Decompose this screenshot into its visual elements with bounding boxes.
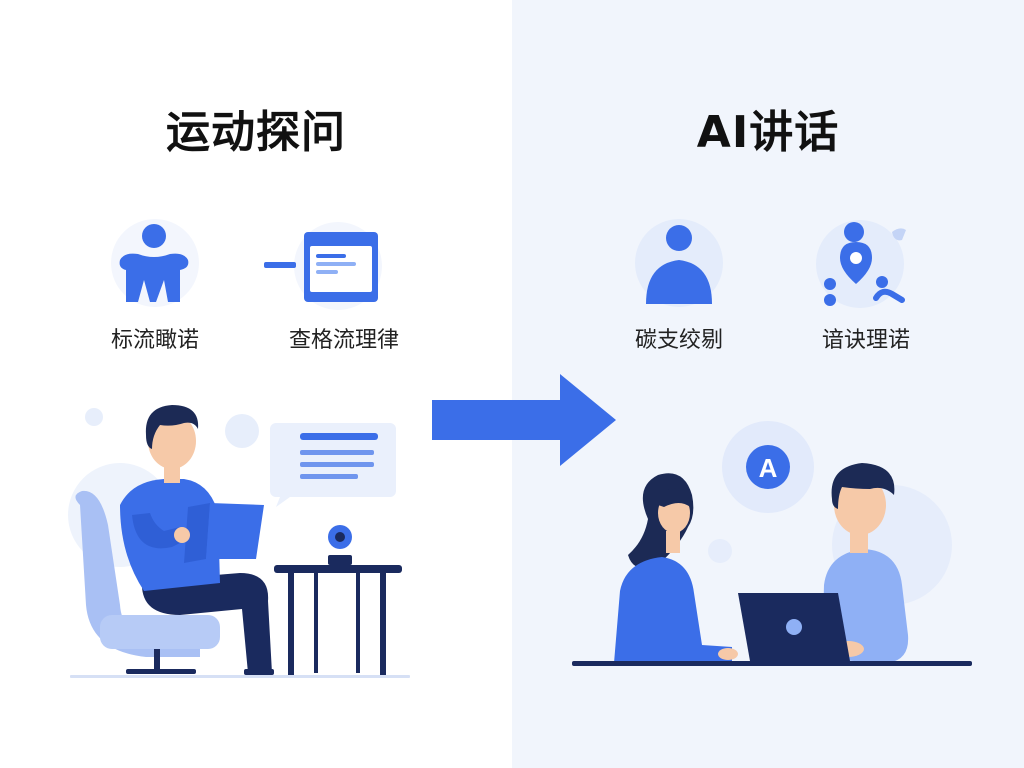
arrow-right-icon (432, 374, 616, 466)
right-panel: AI讲话 碳支绞剔 谙诀理诺 A (512, 0, 1024, 768)
person-bust-icon (635, 219, 723, 307)
left-feature-label-2: 查格流理律 (288, 328, 399, 353)
left-panel: 运动探问 标流瞰诺 查格流理律 (68, 107, 410, 678)
ground-line (70, 675, 410, 678)
armchair (75, 490, 220, 674)
ai-badge-letter: A (759, 453, 778, 483)
person-reading-scene (68, 405, 410, 678)
right-title: AI讲话 (696, 107, 840, 158)
browser-window-icon (264, 222, 382, 310)
ai-badge-icon: A (722, 421, 814, 513)
woman-figure (614, 473, 738, 663)
decor-circle-small (85, 408, 103, 426)
reading-person (120, 405, 274, 675)
laptop-icon (738, 593, 850, 661)
network-nodes-icon (816, 220, 906, 308)
desk-surface (572, 661, 972, 666)
left-feature-label-1: 标流瞰诺 (110, 328, 199, 353)
right-feature-label-1: 碳支绞剔 (634, 328, 723, 353)
person-silhouette-icon (111, 219, 199, 307)
decor-circle-medium (225, 414, 259, 448)
conversation-scene: A (572, 421, 972, 666)
right-feature-label-2: 谙诀理诺 (821, 328, 910, 353)
side-table (274, 525, 402, 677)
decor-circle (708, 539, 732, 563)
chat-bubble-icon (270, 423, 396, 507)
left-title: 运动探问 (166, 107, 346, 158)
